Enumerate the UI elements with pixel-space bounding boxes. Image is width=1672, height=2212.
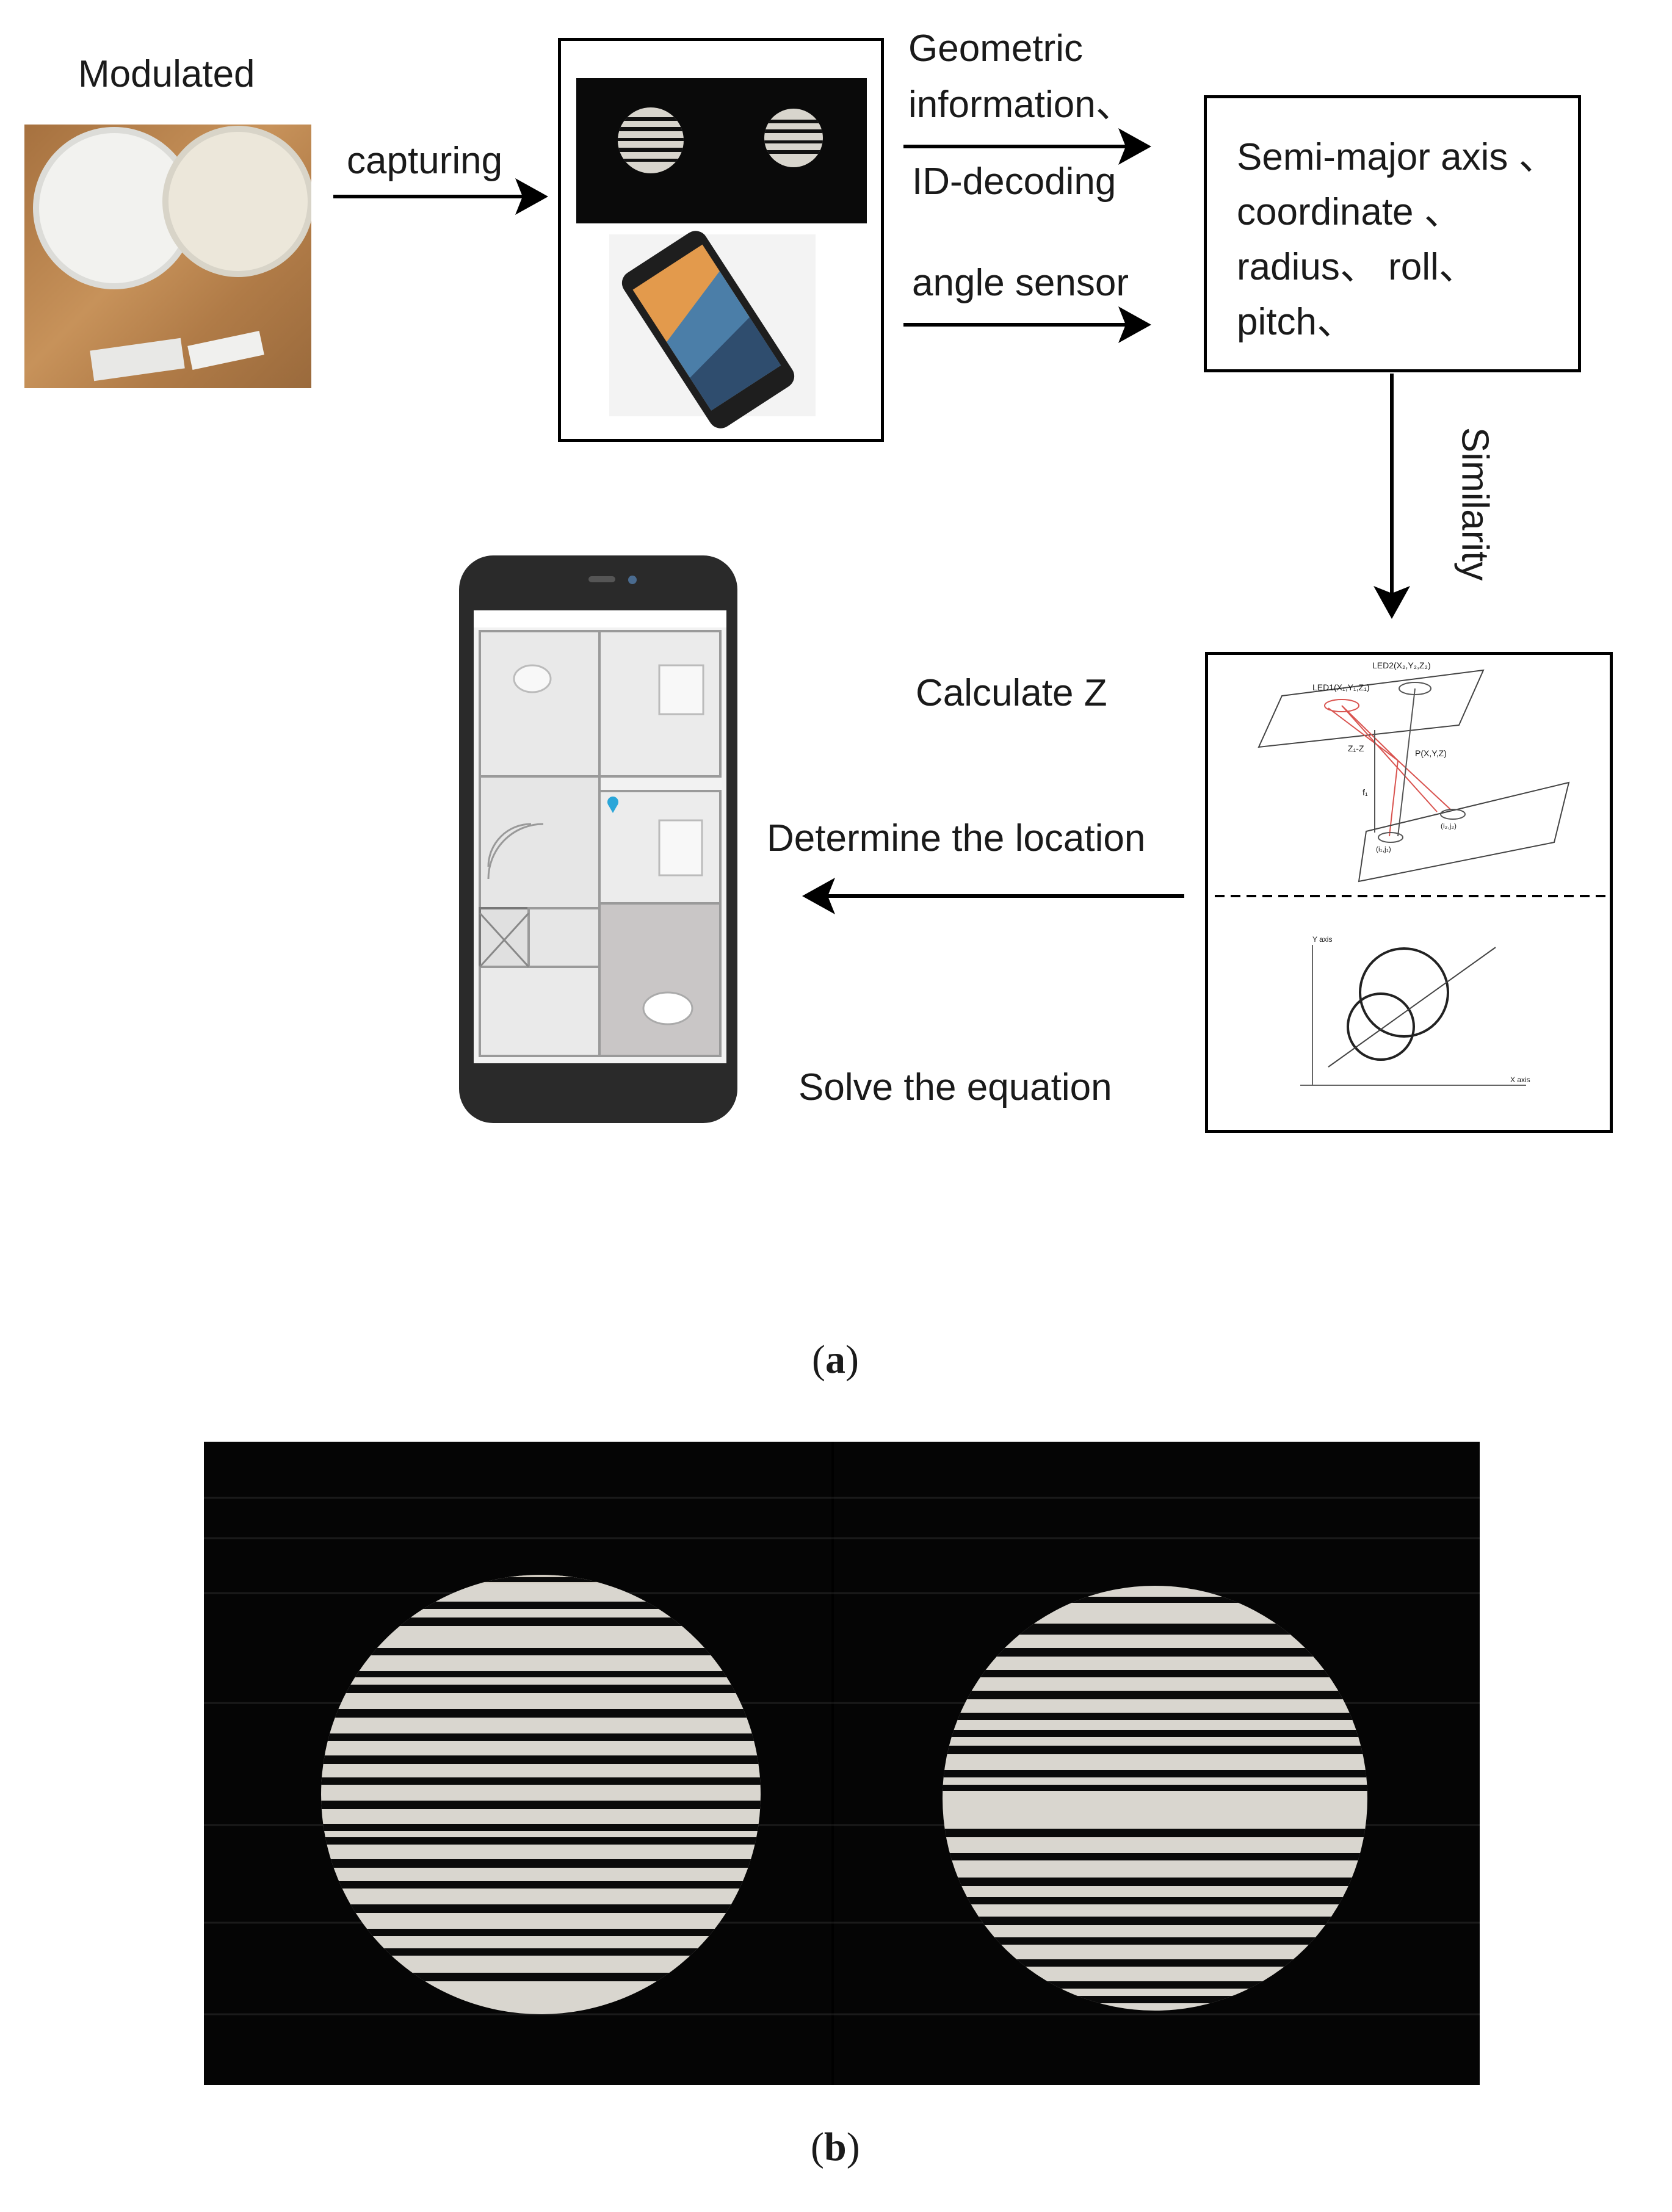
led-lamps-photo [24,125,311,388]
calculate-z-label: Calculate Z [916,672,1107,714]
led2-label: LED2(X₂,Y₂,Z₂) [1372,660,1431,670]
geometry-box [1205,652,1613,1133]
image-point-1-label: (i₁,j₁) [1376,845,1391,853]
id-decoding-label: ID-decoding [912,161,1116,203]
params-line-2: coordinate 、 [1237,191,1462,233]
focal-label: f₁ [1363,787,1368,797]
caption-a: (a) [812,1337,859,1382]
z-diff-label: Z₁-Z [1348,743,1364,753]
params-line-3: radius、 roll、 [1237,246,1477,288]
angle-sensor-label: angle sensor [912,262,1129,304]
determine-location-label: Determine the location [767,817,1146,859]
params-line-1: Semi-major axis 、 [1237,136,1557,178]
geometric-label: Geometric [908,27,1083,70]
caption-b-letter: b [823,2125,847,2169]
caption-a-letter: a [825,1337,845,1382]
point-p-label: P(X,Y,Z) [1415,748,1447,758]
x-axis-label: X axis [1510,1075,1530,1084]
capturing-label: capturing [347,140,503,182]
modulated-label: Modulated [78,53,255,95]
information-label: information、 [908,84,1134,126]
solve-equation-label: Solve the equation [798,1066,1112,1108]
led1-label: LED1(X₁,Y₁,Z₁) [1312,682,1370,692]
parameters-box [1204,95,1581,372]
caption-b: (b) [811,2125,860,2169]
params-line-4: pitch、 [1237,301,1355,343]
image-point-2-label: (i₂,j₂) [1441,822,1457,830]
y-axis-label: Y axis [1312,935,1333,944]
